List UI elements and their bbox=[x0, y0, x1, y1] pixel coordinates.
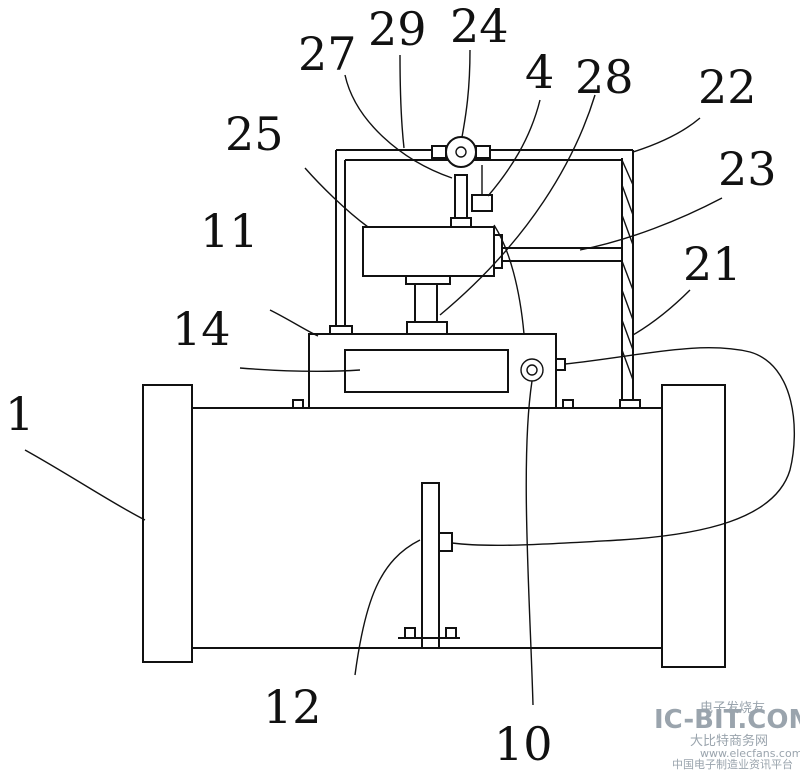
label-12: 12 bbox=[263, 680, 322, 734]
watermark-url: www.elecfans.com bbox=[700, 747, 800, 760]
watermark-line3: 中国电子制造业资讯平台 bbox=[672, 757, 793, 771]
label-29: 29 bbox=[368, 2, 427, 56]
label-28: 28 bbox=[575, 50, 634, 104]
label-22: 22 bbox=[698, 60, 757, 114]
left-flange bbox=[142, 384, 193, 663]
watermark-line1: 电子发烧友 bbox=[700, 700, 765, 716]
label-11: 11 bbox=[200, 204, 259, 258]
label-23: 23 bbox=[718, 142, 777, 196]
watermark: IC-BIT.COM 电子发烧友 大比特商务网 www.elecfans.com… bbox=[654, 700, 800, 771]
label-25: 25 bbox=[225, 107, 284, 161]
label-1: 1 bbox=[5, 387, 34, 441]
watermark-brand: IC-BIT.COM bbox=[654, 705, 800, 735]
label-24: 24 bbox=[450, 0, 509, 53]
leader-lines bbox=[24, 49, 723, 706]
watermark-line2: 大比特商务网 bbox=[690, 733, 768, 749]
label-10: 10 bbox=[494, 717, 553, 771]
motor-unit bbox=[362, 226, 503, 335]
label-27: 27 bbox=[298, 27, 357, 81]
label-21: 21 bbox=[683, 237, 742, 291]
bottom-sensor bbox=[398, 482, 460, 649]
support-frame bbox=[329, 149, 641, 409]
label-4: 4 bbox=[525, 45, 554, 99]
cables bbox=[451, 224, 795, 547]
label-14: 14 bbox=[172, 302, 231, 356]
top-assembly bbox=[431, 136, 493, 228]
